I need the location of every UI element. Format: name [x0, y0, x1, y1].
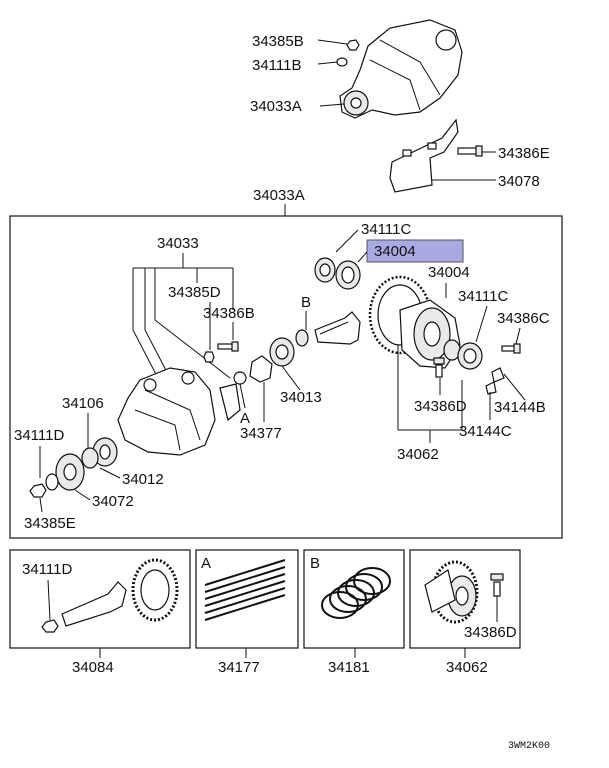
- marker-a-panel: A: [201, 555, 211, 572]
- label-34385d: 34385D: [168, 284, 221, 301]
- carrier-housing-main: [117, 367, 241, 456]
- shim-b-coil-icon: [321, 567, 391, 619]
- label-34072: 34072: [92, 493, 134, 510]
- nut-34385d-icon: [203, 351, 215, 363]
- bolt-34386d-panel-icon: [490, 573, 504, 597]
- label-34012: 34012: [122, 471, 164, 488]
- label-34033a-main: 34033A: [253, 187, 305, 204]
- bolt-34386c-icon: [501, 343, 521, 354]
- label-34062-panel: 34062: [446, 659, 488, 676]
- panel-gear: 34111D 34084: [22, 558, 179, 676]
- label-34181: 34181: [328, 659, 370, 676]
- label-34004-highlight: 34004: [374, 243, 416, 260]
- panel-shim-a: A 34177: [201, 555, 286, 676]
- carrier-housing-top: [339, 19, 463, 119]
- label-34111d: 34111D: [14, 427, 64, 444]
- label-34386e: 34386E: [498, 145, 550, 162]
- panel-diff: 34386D 34062: [424, 560, 517, 676]
- label-34013: 34013: [280, 389, 322, 406]
- label-34111b: 34111B: [252, 57, 302, 74]
- nut-34385b-icon: [346, 39, 360, 51]
- bolt-34386e-icon: [457, 145, 483, 157]
- drive-pinion-main: [314, 311, 361, 345]
- label-34386d-panel: 34386D: [464, 624, 517, 641]
- marker-a-main: A: [240, 410, 250, 427]
- shim-b-icon: [295, 329, 309, 347]
- label-34386b: 34386B: [203, 305, 255, 322]
- label-34177: 34177: [218, 659, 260, 676]
- panel-shim-b: B 34181: [310, 555, 391, 676]
- label-34144b: 34144B: [494, 399, 546, 416]
- label-34078: 34078: [498, 173, 540, 190]
- clip-34144b-icon: [491, 367, 505, 383]
- label-34111c-top: 34111C: [361, 221, 411, 238]
- bolt-34386d-main-icon: [433, 357, 445, 378]
- pinion-panel-icon: [61, 581, 127, 627]
- shim-a-coil-icon: [204, 559, 286, 621]
- label-34377: 34377: [240, 425, 282, 442]
- label-34111c-right: 34111C: [458, 288, 508, 305]
- marker-b-panel: B: [310, 555, 320, 572]
- label-34033a-top: 34033A: [250, 98, 302, 115]
- top-carrier-group: 34385B 34111B 34033A 34386E 34078: [250, 19, 550, 193]
- washer-34111b-icon: [336, 57, 348, 67]
- bracket-34078: [389, 118, 459, 193]
- main-assembly-group: 34033 34385D 34386B 34111C 34004: [14, 221, 550, 532]
- panel-shim-b-frame: [303, 549, 405, 649]
- diagram-code: 3WM2K00: [508, 741, 550, 752]
- label-34386c: 34386C: [497, 310, 550, 327]
- clip-34144c-icon: [485, 381, 497, 395]
- marker-b-main: B: [301, 294, 311, 311]
- highlight-box: [366, 239, 464, 263]
- nut-34385e-icon: [29, 483, 47, 498]
- label-34386d-main: 34386D: [414, 398, 467, 415]
- main-assembly-frame: [9, 215, 563, 539]
- label-34004-right: 34004: [428, 264, 470, 281]
- label-34385b: 34385B: [252, 33, 304, 50]
- label-34111d-panel: 34111D: [22, 561, 72, 578]
- nut-panel-icon: [41, 619, 59, 633]
- label-34084: 34084: [72, 659, 114, 676]
- label-34062-main: 34062: [397, 446, 439, 463]
- label-34033: 34033: [157, 235, 199, 252]
- shim-a-icon: [233, 371, 247, 385]
- label-34385e: 34385E: [24, 515, 76, 532]
- washer-34072-icon: [45, 473, 59, 491]
- bolt-34386b-icon: [217, 341, 239, 352]
- label-34144c: 34144C: [459, 423, 512, 440]
- label-34106: 34106: [62, 395, 104, 412]
- spacer-34377-icon: [249, 355, 273, 383]
- panel-shim-a-frame: [195, 549, 299, 649]
